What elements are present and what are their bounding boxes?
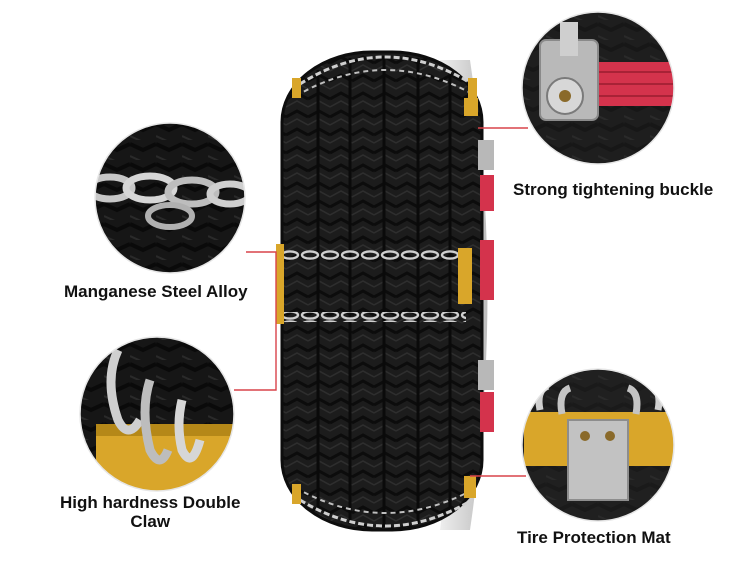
callout-lines	[234, 127, 528, 477]
mounting-brackets	[276, 78, 478, 504]
steel-chain-closeup	[94, 122, 246, 274]
double-claw-closeup	[79, 336, 235, 492]
buckle-closeup	[521, 11, 675, 165]
double-claw-label-line2: Claw	[130, 512, 171, 531]
double-claw-label: High hardness Double Claw	[60, 493, 240, 531]
tightening-straps	[478, 140, 494, 432]
double-claw-label-line1: High hardness Double	[60, 493, 241, 512]
steel-alloy-label: Manganese Steel Alloy	[64, 282, 248, 301]
protection-mat-label: Tire Protection Mat	[517, 528, 671, 547]
snow-chains	[280, 55, 477, 528]
protection-mat-closeup	[521, 368, 675, 522]
tire	[280, 50, 488, 532]
buckle-label: Strong tightening buckle	[513, 180, 714, 199]
